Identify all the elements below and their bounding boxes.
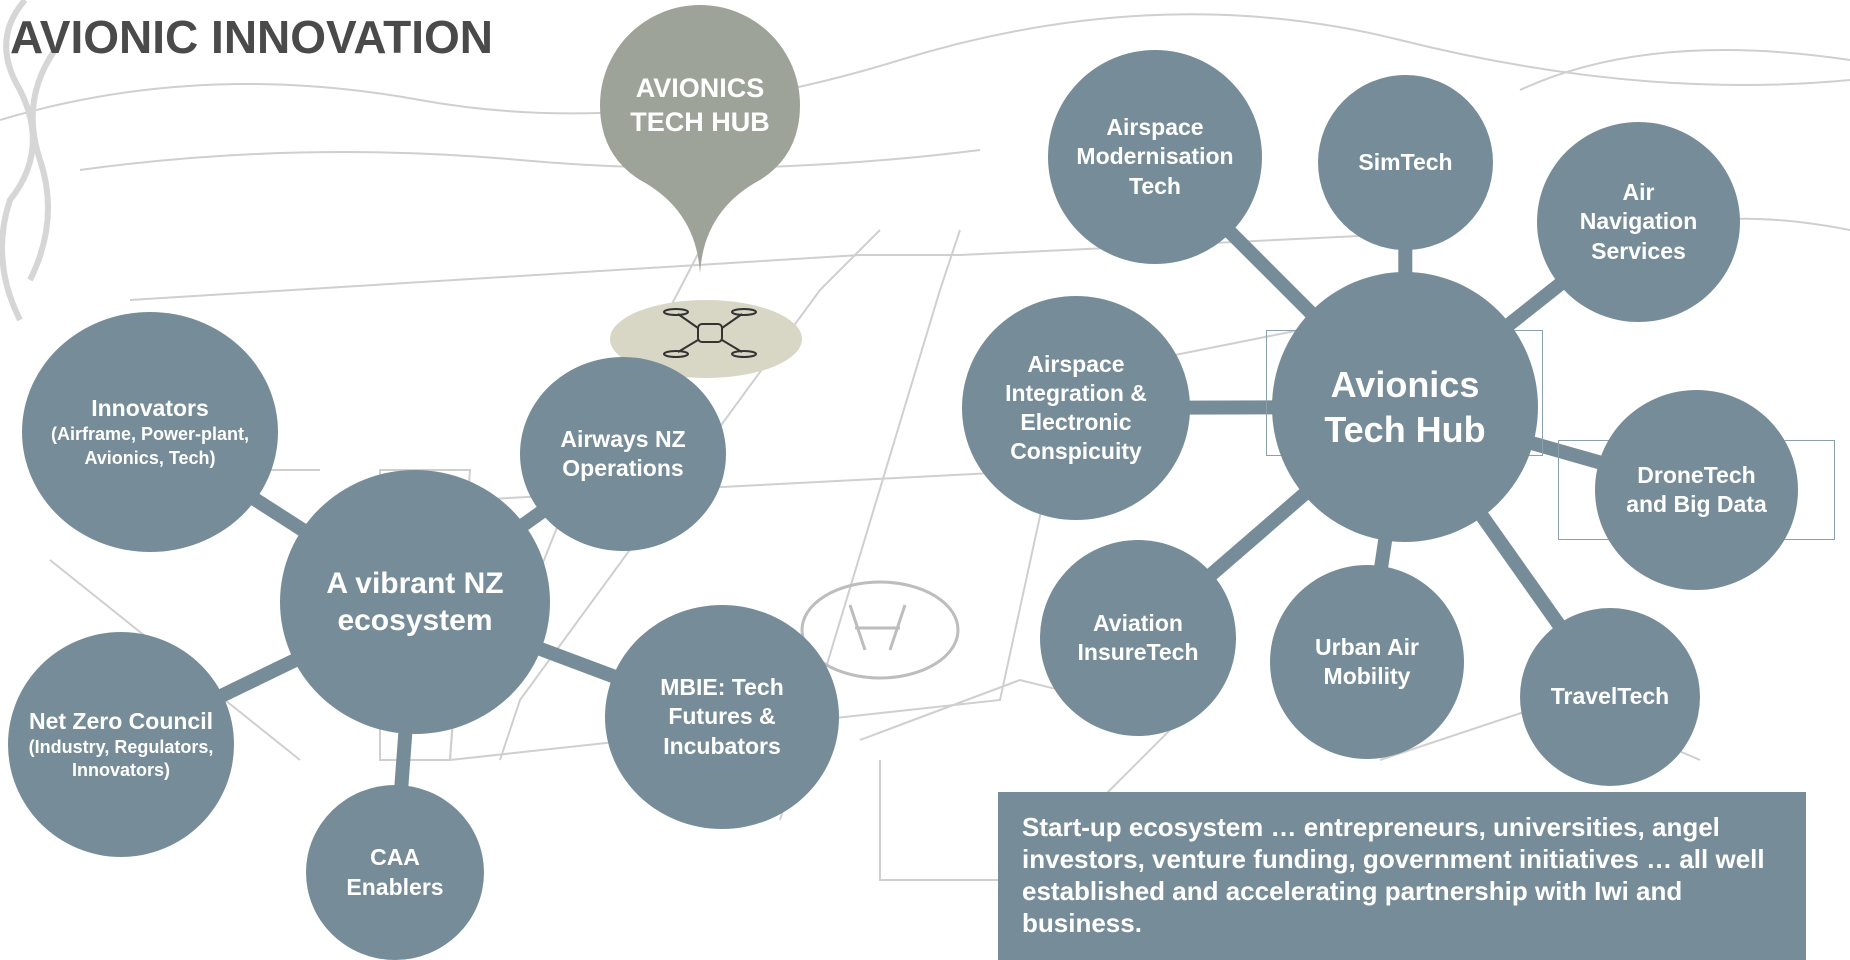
node-traveltech: TravelTech <box>1520 608 1700 786</box>
drone-icon <box>663 308 757 358</box>
node-caa-label: CAA Enablers <box>346 844 444 900</box>
node-ecosystem-label: A vibrant NZ ecosystem <box>326 566 504 638</box>
callout-text: Start-up ecosystem … entrepreneurs, univ… <box>1022 812 1765 938</box>
node-mbie-label: MBIE: Tech Futures & Incubators <box>660 674 784 759</box>
node-caa: CAA Enablers <box>306 785 484 960</box>
node-ecosystem: A vibrant NZ ecosystem <box>280 470 550 734</box>
pin-label: AVIONICS TECH HUB <box>630 73 770 137</box>
node-airways: Airways NZ Operations <box>520 357 726 551</box>
location-pin-icon <box>600 5 800 273</box>
node-mbie: MBIE: Tech Futures & Incubators <box>605 605 839 829</box>
node-dronetech-label: DroneTech and Big Data <box>1626 461 1767 517</box>
node-insuretech: Aviation InsureTech <box>1040 540 1236 736</box>
callout-box: Start-up ecosystem … entrepreneurs, univ… <box>998 792 1806 960</box>
node-dronetech: DroneTech and Big Data <box>1595 390 1798 590</box>
node-netzero: Net Zero Council (Industry, Regulators, … <box>8 632 234 857</box>
node-innovators: Innovators (Airframe, Power-plant, Avion… <box>22 312 278 552</box>
node-traveltech-label: TravelTech <box>1550 683 1670 710</box>
node-innovators-sub: (Airframe, Power-plant, Avionics, Tech) <box>50 424 250 468</box>
node-urban-air-mobility-label: Urban Air Mobility <box>1315 633 1419 689</box>
node-airspace-modernisation-label: Airspace Modernisation Tech <box>1076 114 1234 199</box>
node-netzero-sub: (Industry, Regulators, Innovators) <box>28 736 214 781</box>
node-airways-label: Airways NZ Operations <box>560 425 686 481</box>
node-airspace-modernisation: Airspace Modernisation Tech <box>1048 50 1262 264</box>
node-avionics-tech-hub: Avionics Tech Hub <box>1272 272 1538 542</box>
node-simtech: SimTech <box>1318 75 1493 250</box>
node-airspace-integration-label: Airspace Integration & Electronic Conspi… <box>1005 350 1147 465</box>
node-air-navigation-label: Air Navigation Services <box>1579 179 1698 264</box>
node-simtech-label: SimTech <box>1358 148 1453 175</box>
node-urban-air-mobility: Urban Air Mobility <box>1270 565 1464 759</box>
node-air-navigation: Air Navigation Services <box>1537 122 1740 322</box>
node-airspace-integration: Airspace Integration & Electronic Conspi… <box>962 296 1190 520</box>
page-title: AVIONIC INNOVATION <box>10 11 493 63</box>
node-insuretech-label: Aviation InsureTech <box>1077 609 1199 665</box>
node-innovators-label: Innovators <box>91 395 209 421</box>
node-avionics-tech-hub-label: Avionics Tech Hub <box>1324 364 1486 450</box>
node-netzero-label: Net Zero Council <box>28 707 213 734</box>
